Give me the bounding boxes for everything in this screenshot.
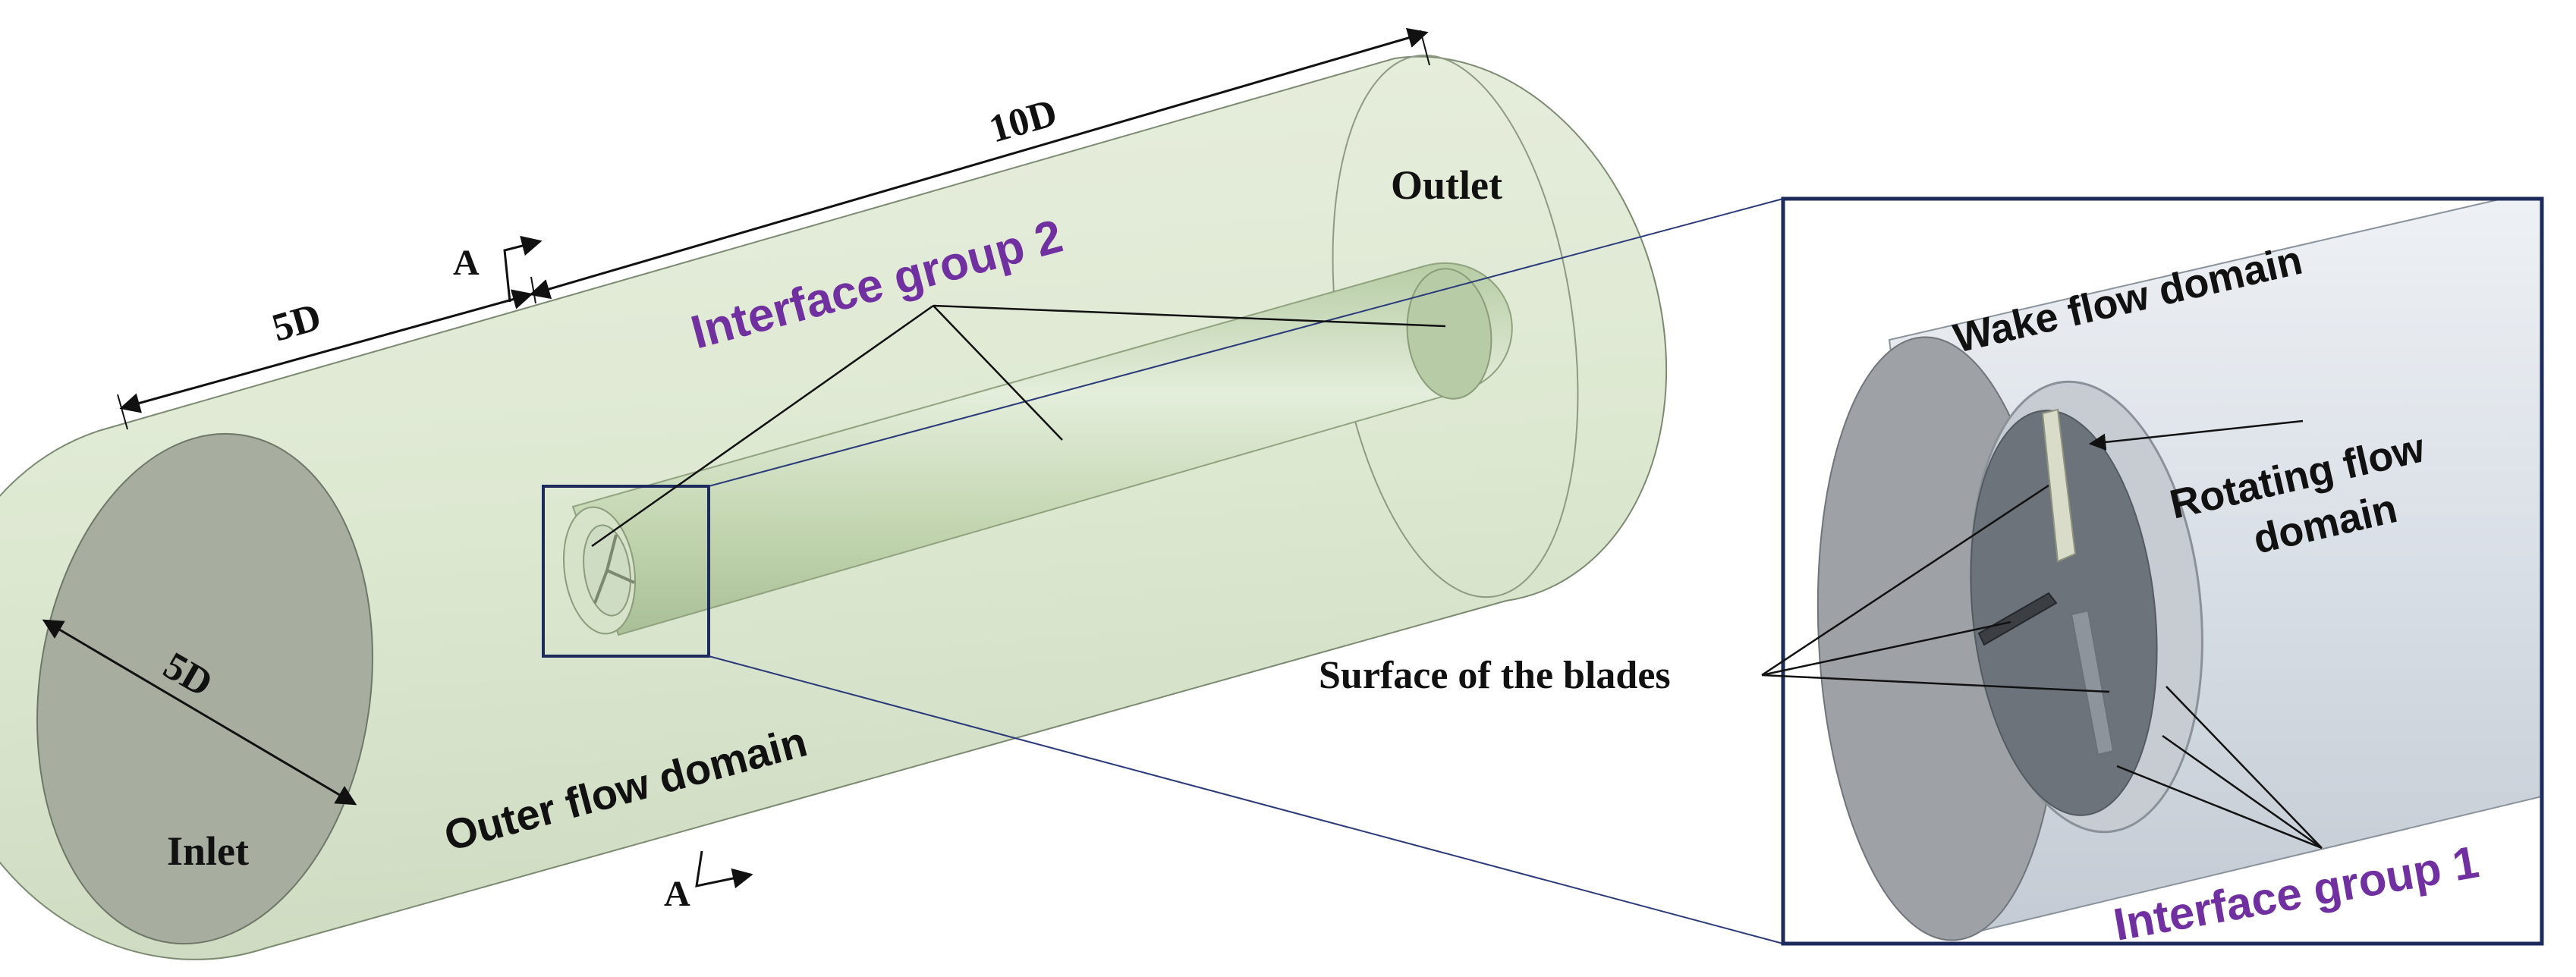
surface-of-the-blades-label: Surface of the blades [1319, 654, 1671, 697]
wake-tube-outlet-end [1406, 268, 1492, 400]
zoom-connector-bottom [708, 655, 1784, 944]
blade-surface-leaders [1761, 484, 2110, 693]
dim-5d-length-label: 5D [268, 295, 326, 350]
section-a-bottom-label: A [664, 874, 690, 914]
section-a-top-label: A [453, 243, 480, 283]
section-marker-top: A [453, 235, 543, 303]
rotor-blades-small [593, 534, 635, 604]
rotating-domain-face [1970, 410, 2158, 816]
wake-tube [562, 262, 1513, 636]
zoom-connector-top [708, 198, 1784, 487]
interface-group-1-leaders [2116, 686, 2323, 850]
wake-tube-body [571, 262, 1513, 636]
zoom-source-box [542, 485, 710, 658]
zoom-panel-frame [1781, 196, 2544, 946]
outlet-label: Outlet [1391, 162, 1502, 208]
blade-1 [2041, 408, 2077, 563]
section-marker-bottom: A [664, 850, 753, 914]
rotating-domain-arrow [2088, 419, 2304, 451]
zoom-panel: Wake flow domain Rotating flow domain In… [1781, 196, 2544, 950]
blade-2 [1977, 592, 2058, 646]
blade-3 [2070, 609, 2115, 756]
inlet-label: Inlet [167, 828, 249, 874]
interface-group-2-leaders [591, 304, 1446, 548]
